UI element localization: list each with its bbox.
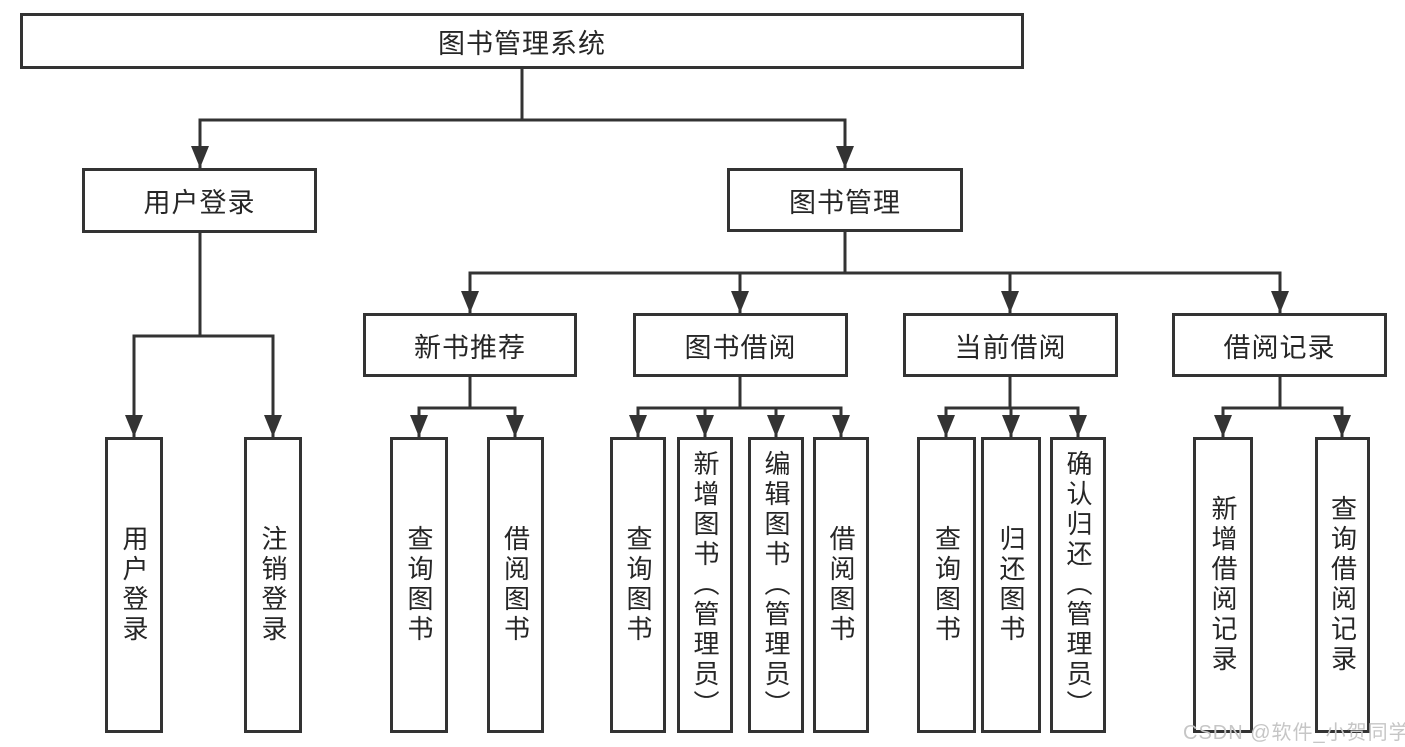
node-book-borrowing: 图书借阅 xyxy=(633,313,848,377)
node-new-book-recommend: 新书推荐 xyxy=(363,313,577,377)
leaf-add-books-admin: 新增图书（管理员） xyxy=(677,437,733,733)
node-book-management: 图书管理 xyxy=(727,168,963,232)
leaf-query-books-borrowing: 查询图书 xyxy=(610,437,666,733)
leaf-query-borrow-record: 查询借阅记录 xyxy=(1315,437,1370,733)
node-label: 当前借阅 xyxy=(954,332,1067,363)
node-borrowing-records: 借阅记录 xyxy=(1172,313,1387,377)
leaf-logout: 注销登录 xyxy=(244,437,302,733)
leaf-label: 归还图书 xyxy=(996,525,1026,645)
leaf-label: 确认归还（管理员） xyxy=(1063,450,1093,720)
node-user-login: 用户登录 xyxy=(82,168,317,233)
leaf-label: 查询图书 xyxy=(931,525,962,645)
leaf-label: 查询借阅记录 xyxy=(1327,495,1358,675)
leaf-label: 用户登录 xyxy=(119,525,149,645)
node-label: 图书借阅 xyxy=(684,332,797,363)
leaf-add-borrow-record: 新增借阅记录 xyxy=(1193,437,1253,733)
node-label: 图书管理系统 xyxy=(438,28,606,59)
node-label: 借阅记录 xyxy=(1223,332,1336,363)
leaf-confirm-return-admin: 确认归还（管理员） xyxy=(1050,437,1106,733)
leaf-query-books-current: 查询图书 xyxy=(917,437,976,733)
leaf-label: 新增借阅记录 xyxy=(1208,495,1238,675)
leaf-borrow-books-recommend: 借阅图书 xyxy=(487,437,544,733)
csdn-watermark: CSDN @软件_小贺同学 xyxy=(1183,722,1405,744)
node-current-borrowing: 当前借阅 xyxy=(903,313,1118,377)
node-label: 图书管理 xyxy=(789,187,901,218)
leaf-user-login: 用户登录 xyxy=(105,437,163,733)
leaf-edit-books-admin: 编辑图书（管理员） xyxy=(748,437,804,733)
leaf-return-books: 归还图书 xyxy=(981,437,1041,733)
leaf-label: 查询图书 xyxy=(404,525,434,645)
node-label: 用户登录 xyxy=(143,188,256,218)
node-label: 新书推荐 xyxy=(414,332,526,363)
leaf-label: 查询图书 xyxy=(623,525,653,645)
leaf-borrow-books-borrowing: 借阅图书 xyxy=(813,437,869,733)
leaf-label: 注销登录 xyxy=(258,525,288,645)
leaf-query-books-recommend: 查询图书 xyxy=(390,437,448,733)
leaf-label: 新增图书（管理员） xyxy=(690,450,720,720)
leaf-label: 借阅图书 xyxy=(826,525,856,645)
leaf-label: 借阅图书 xyxy=(500,525,531,645)
node-library-management-system: 图书管理系统 xyxy=(20,13,1024,69)
leaf-label: 编辑图书（管理员） xyxy=(761,450,791,720)
